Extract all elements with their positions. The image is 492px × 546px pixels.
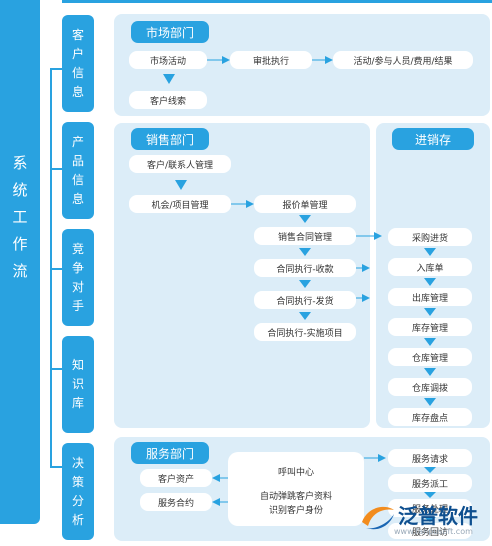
- node-customer-leads[interactable]: 客户线索: [129, 91, 207, 109]
- node-customer-assets[interactable]: 客户资产: [140, 469, 212, 487]
- node-inbound-order[interactable]: 入库单: [388, 258, 472, 276]
- node-service-request[interactable]: 服务请求: [388, 449, 472, 467]
- nav-bracket-stub: [50, 368, 62, 370]
- node-market-activity[interactable]: 市场活动: [129, 51, 207, 69]
- top-divider: [62, 0, 492, 3]
- arrow-down: [163, 74, 175, 84]
- nav-product-info[interactable]: 产品信息: [62, 122, 94, 219]
- node-contact-management[interactable]: 客户/联系人管理: [129, 155, 231, 173]
- nav-bracket-stub: [50, 168, 62, 170]
- call-center-box[interactable]: 呼叫中心 自动弹跳客户资料 识别客户身份: [228, 452, 364, 526]
- node-service-processing[interactable]: 服务处理: [388, 499, 472, 517]
- node-activity-results[interactable]: 活动/参与人员/费用/结果: [333, 51, 473, 69]
- call-center-title: 呼叫中心: [277, 468, 314, 478]
- node-approval[interactable]: 审批执行: [230, 51, 312, 69]
- node-quotation-management[interactable]: 报价单管理: [254, 195, 356, 213]
- watermark-brand: 泛普软件: [398, 504, 478, 528]
- node-service-contract[interactable]: 服务合约: [140, 493, 212, 511]
- node-stock-management[interactable]: 库存管理: [388, 318, 472, 336]
- nav-bracket-stub: [50, 268, 62, 270]
- node-warehouse-transfer[interactable]: 仓库调拨: [388, 378, 472, 396]
- nav-decision-analysis[interactable]: 决策分析: [62, 443, 94, 540]
- node-contract-shipment[interactable]: 合同执行-发货: [254, 291, 356, 309]
- sales-header: 销售部门: [131, 128, 209, 150]
- node-service-dispatch[interactable]: 服务派工: [388, 474, 472, 492]
- node-warehouse-management[interactable]: 仓库管理: [388, 348, 472, 366]
- node-service-followup[interactable]: 服务回访: [388, 523, 472, 539]
- node-purchase[interactable]: 采购进货: [388, 228, 472, 246]
- node-contract-collection[interactable]: 合同执行-收款: [254, 259, 356, 277]
- node-outbound-management[interactable]: 出库管理: [388, 288, 472, 306]
- fanpu-logo-icon: [362, 506, 394, 530]
- marketing-header: 市场部门: [131, 21, 209, 43]
- nav-customer-info[interactable]: 客户信息: [62, 15, 94, 112]
- service-header: 服务部门: [131, 442, 209, 464]
- nav-knowledge-base[interactable]: 知识库: [62, 336, 94, 433]
- call-center-line2: 识别客户身份: [268, 506, 323, 516]
- system-title-bar: [0, 0, 40, 524]
- system-title: 系统工作流: [12, 154, 28, 280]
- node-stock-count[interactable]: 库存盘点: [388, 408, 472, 426]
- call-center-line1: 自动弹跳客户资料: [259, 492, 332, 502]
- node-opportunity-management[interactable]: 机会/项目管理: [129, 195, 231, 213]
- node-contract-management[interactable]: 销售合同管理: [254, 227, 356, 245]
- node-contract-implementation[interactable]: 合同执行-实施项目: [254, 323, 356, 341]
- nav-competitors[interactable]: 竞争对手: [62, 229, 94, 326]
- inventory-header: 进销存: [392, 128, 474, 150]
- watermark-url: www.fanpusoft.com: [394, 527, 473, 536]
